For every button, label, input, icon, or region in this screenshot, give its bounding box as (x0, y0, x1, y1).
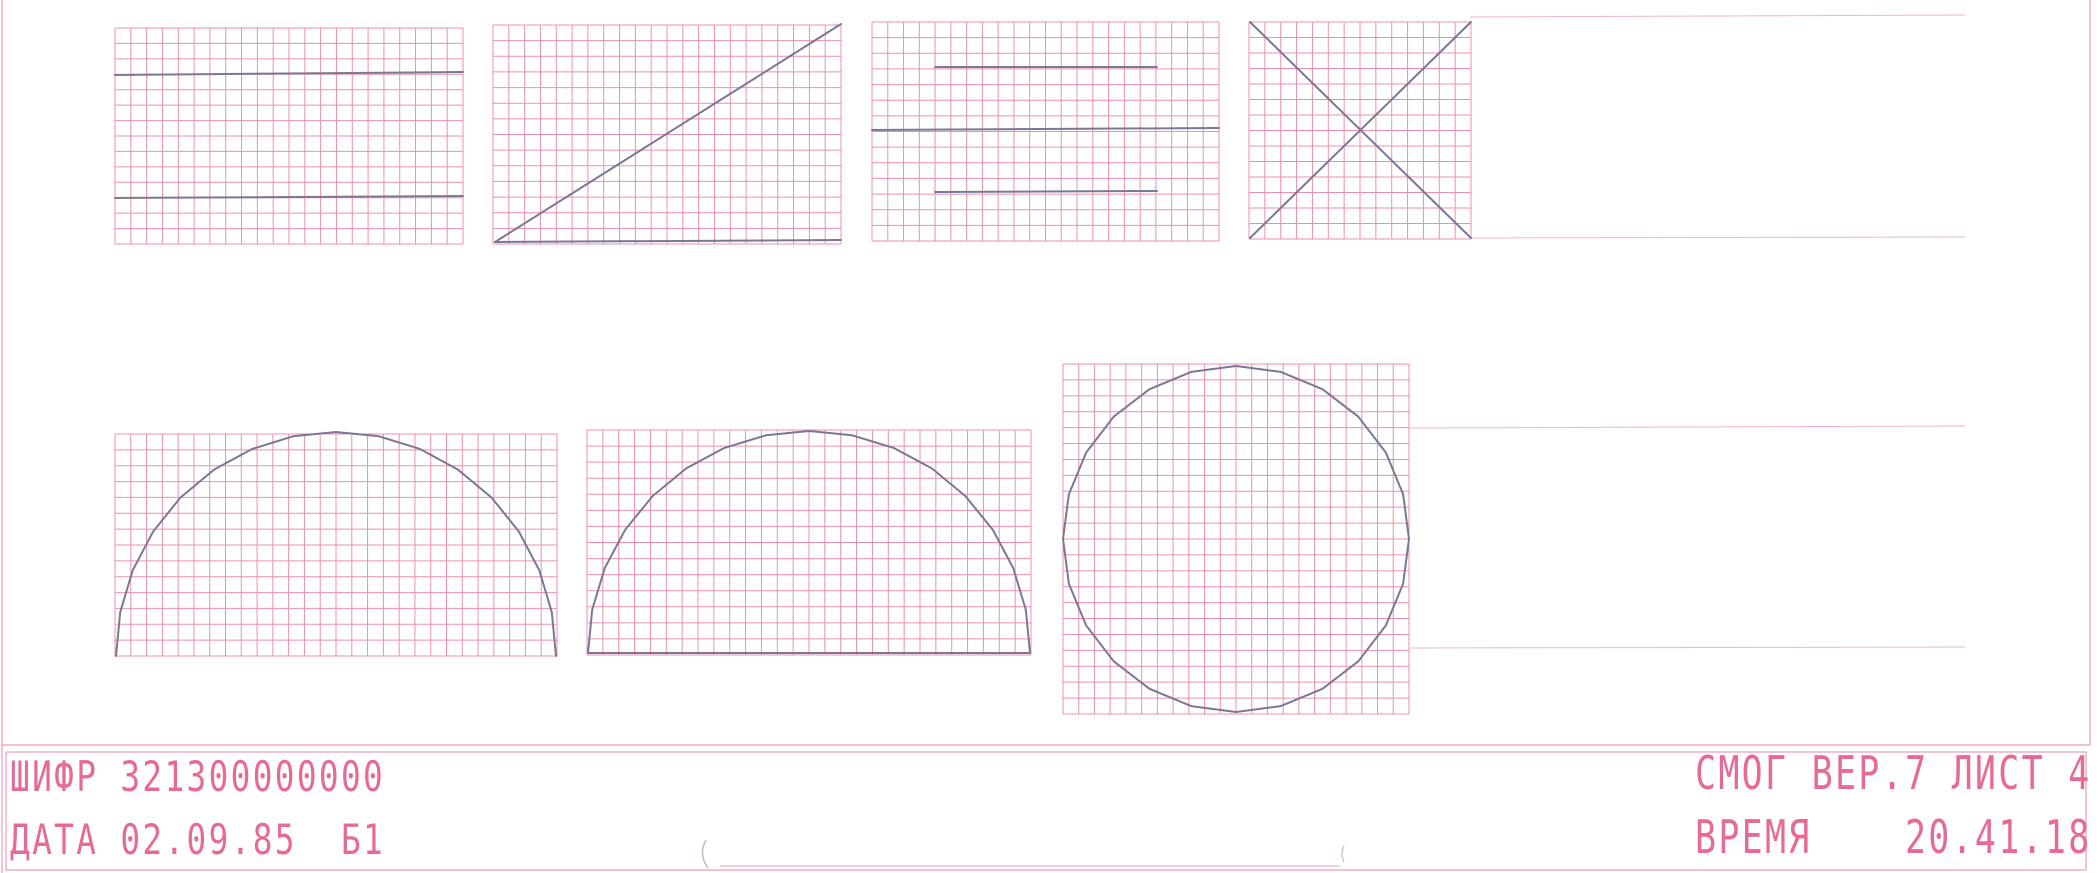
time-label: ВРЕМЯ 20.41.18 (1695, 810, 2092, 864)
figure-diagonal (494, 23, 842, 243)
pen-mark (1341, 845, 1345, 863)
grid-two-horizontal-lines (114, 27, 464, 245)
plotted-figures (114, 21, 1472, 713)
date-label: ДАТА 02.09.85 Б1 (10, 815, 386, 864)
guide-line (1409, 425, 1966, 429)
grid-panels (114, 21, 1472, 715)
figure-base-line (494, 239, 842, 243)
program-version-label: СМОГ ВЕР.7 ЛИСТ 4 (1695, 746, 2092, 800)
grid-circle (1062, 363, 1410, 715)
figure-line-bottom (934, 190, 1158, 193)
guide-line (1409, 646, 1966, 649)
figure-circle (1062, 365, 1410, 713)
grid-arch-open (114, 433, 558, 657)
grid-diagonal-line (492, 24, 842, 245)
figure-line-middle (871, 127, 1220, 131)
footer-box (5, 751, 2087, 871)
grid-arch-closed (586, 429, 1032, 656)
figure-line-lower (114, 195, 464, 199)
pen-mark (701, 839, 709, 869)
guide-line (1469, 236, 1966, 239)
figure-line-upper (114, 71, 464, 76)
figure-diagonal-down (1249, 21, 1472, 239)
guide-line (1469, 14, 1966, 18)
figure-arch-open (115, 431, 557, 657)
grid-three-horizontal-lines (871, 21, 1220, 242)
figure-arch-closed (587, 430, 1031, 654)
cipher-label: ШИФР 321300000000 (10, 752, 386, 801)
